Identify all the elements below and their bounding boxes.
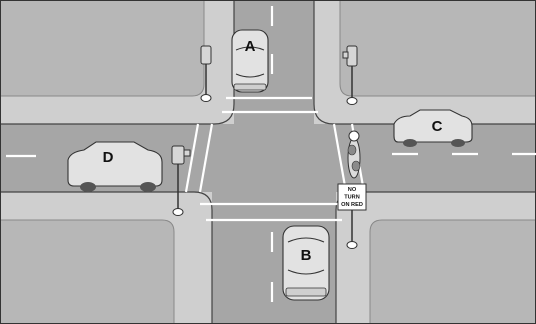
block-top-right bbox=[339, 0, 536, 97]
car-b: B bbox=[282, 225, 330, 301]
lane-markings bbox=[6, 6, 536, 302]
block-bottom-right bbox=[369, 219, 536, 324]
motorcyclist bbox=[347, 130, 361, 179]
crosswalks bbox=[184, 96, 366, 222]
car-d-label: D bbox=[103, 149, 114, 166]
sign-line-2: TURN bbox=[344, 195, 360, 201]
no-turn-on-red-sign: NO TURN ON RED bbox=[337, 183, 367, 249]
sign-line-1: NO bbox=[348, 187, 357, 193]
block-top-left bbox=[0, 0, 205, 97]
sign-line-3: ON RED bbox=[341, 202, 363, 208]
car-b-label: B bbox=[301, 247, 312, 264]
car-c: C bbox=[393, 109, 473, 147]
block-bottom-left bbox=[0, 219, 175, 324]
traffic-light-top-right bbox=[342, 45, 358, 105]
car-a-label: A bbox=[245, 38, 256, 55]
traffic-light-bottom-left bbox=[171, 145, 191, 216]
traffic-light-top-left bbox=[200, 45, 212, 102]
car-c-label: C bbox=[432, 118, 443, 135]
car-a: A bbox=[231, 29, 269, 93]
car-d: D bbox=[67, 141, 163, 192]
